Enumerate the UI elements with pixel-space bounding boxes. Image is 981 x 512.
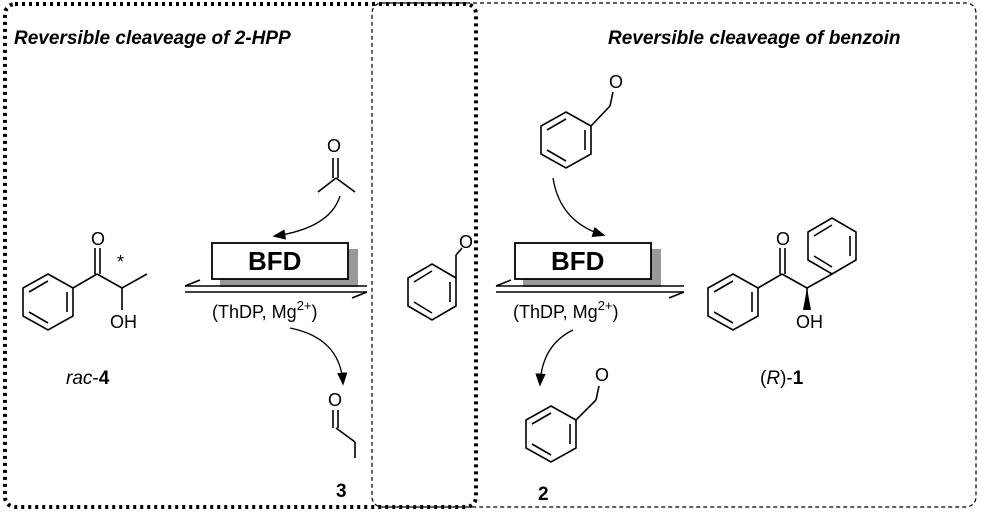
rac4-ketone-oxygen: O — [91, 229, 105, 249]
left-curved-arrow-in — [272, 195, 341, 240]
compound-2-label: 2 — [538, 484, 549, 505]
rac4-structure — [22, 248, 148, 331]
left-bfd-label: BFD — [248, 246, 301, 276]
left-panel-title: Reversible cleaveage of 2-HPP — [14, 28, 291, 49]
r1-hydroxyl: OH — [796, 312, 823, 332]
right-curved-arrow-out — [535, 329, 574, 387]
acetaldehyde-bottom-oxygen: O — [328, 390, 342, 410]
rac4-hydroxyl: OH — [110, 312, 137, 332]
acetaldehyde-bottom-structure — [332, 410, 356, 458]
right-panel-border — [371, 2, 977, 508]
right-panel-title: Reversible cleaveage of benzoin — [608, 28, 901, 49]
right-top-benzaldehyde-oxygen: O — [609, 72, 623, 92]
right-top-benzaldehyde-structure — [540, 91, 614, 169]
compound-3-label: 3 — [336, 481, 347, 502]
right-bottom-benzaldehyde-oxygen: O — [595, 365, 609, 385]
left-panel-border — [3, 2, 478, 509]
center-benzaldehyde-oxygen: O — [459, 232, 473, 252]
right-equilibrium-arrows — [495, 279, 685, 299]
rac4-stereocenter-star: * — [117, 252, 124, 272]
left-equilibrium-arrows — [184, 279, 368, 299]
left-bfd-box — [211, 242, 349, 280]
left-conditions: (ThDP, Mg2+) — [212, 298, 318, 322]
acetaldehyde-top-oxygen: O — [327, 136, 341, 156]
right-conditions: (ThDP, Mg2+) — [513, 298, 619, 322]
right-bfd-box — [514, 242, 652, 280]
r1-benzoin-structure — [707, 217, 857, 331]
r1-wedge-bond — [803, 288, 811, 310]
center-benzaldehyde-structure — [407, 247, 463, 321]
right-curved-arrow-in — [552, 177, 606, 237]
rac4-label: rac-4 — [66, 368, 110, 389]
right-bottom-benzaldehyde-structure — [525, 385, 600, 463]
left-curved-arrow-out — [289, 327, 348, 386]
right-bfd-label: BFD — [551, 246, 604, 276]
r1-ketone-oxygen: O — [776, 229, 790, 249]
r1-label: (R)-1 — [760, 368, 804, 389]
acetaldehyde-top-structure — [317, 158, 356, 193]
